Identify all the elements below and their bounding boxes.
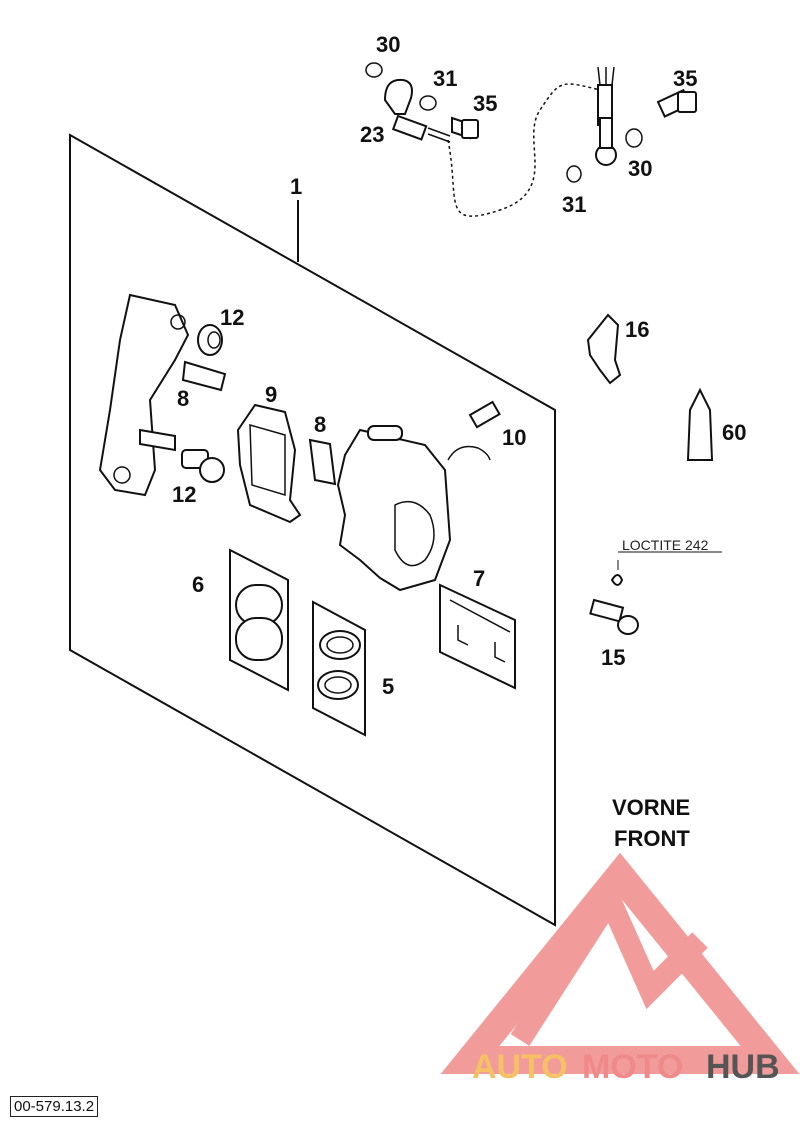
callout-35-right: 35 [673, 66, 697, 91]
callout-6: 6 [192, 572, 204, 597]
callout-8-left: 8 [177, 386, 189, 411]
callout-15: 15 [601, 645, 625, 670]
callout-60: 60 [722, 420, 746, 445]
callout-9: 9 [265, 382, 277, 407]
pad-spring-8-right [308, 438, 337, 486]
callout-12-lower: 12 [172, 482, 196, 507]
pistons-6 [229, 548, 289, 692]
caliper-body [336, 425, 452, 592]
bushing-12-top [197, 324, 223, 356]
guide-pin-12-lower [181, 449, 225, 483]
watermark-auto: AUTO [472, 1048, 568, 1086]
brake-pad-9 [236, 403, 302, 524]
assembly-panel [69, 133, 556, 927]
callout-1: 1 [290, 174, 302, 199]
callout-8-right: 8 [314, 412, 326, 437]
pad-spring-8-left [181, 360, 227, 392]
callout-31-right: 31 [562, 192, 586, 217]
hose-bracket-16 [586, 313, 622, 385]
watermark-moto: MOTO [582, 1048, 683, 1086]
callout-23: 23 [360, 122, 384, 147]
piston-seals-5 [312, 600, 366, 737]
callout-7: 7 [473, 566, 485, 591]
loctite-tube-60 [686, 387, 714, 461]
bolt-15 [589, 551, 722, 635]
callout-16: 16 [625, 317, 649, 342]
watermark-logo [440, 852, 800, 1074]
caliper-bracket [98, 293, 190, 497]
watermark-hub: HUB [706, 1048, 780, 1086]
callout-31-top: 31 [433, 66, 457, 91]
bleeder-valve-10 [447, 400, 501, 461]
brake-line [365, 62, 697, 217]
callout-12-top: 12 [220, 305, 244, 330]
callout-30-top: 30 [376, 32, 400, 57]
callout-35-left: 35 [473, 91, 497, 116]
drawing-number: 00-579.13.2 [10, 1096, 99, 1117]
watermark-text: AUTO MOTO HUB [472, 1048, 780, 1086]
front-label-de: VORNE [612, 795, 690, 820]
callout-5: 5 [382, 674, 394, 699]
front-label-en: FRONT [614, 826, 690, 851]
callout-10: 10 [502, 425, 526, 450]
callout-30-right: 30 [628, 156, 652, 181]
loctite-label: LOCTITE 242 [622, 537, 709, 553]
pad-pin-kit-7 [439, 583, 516, 690]
